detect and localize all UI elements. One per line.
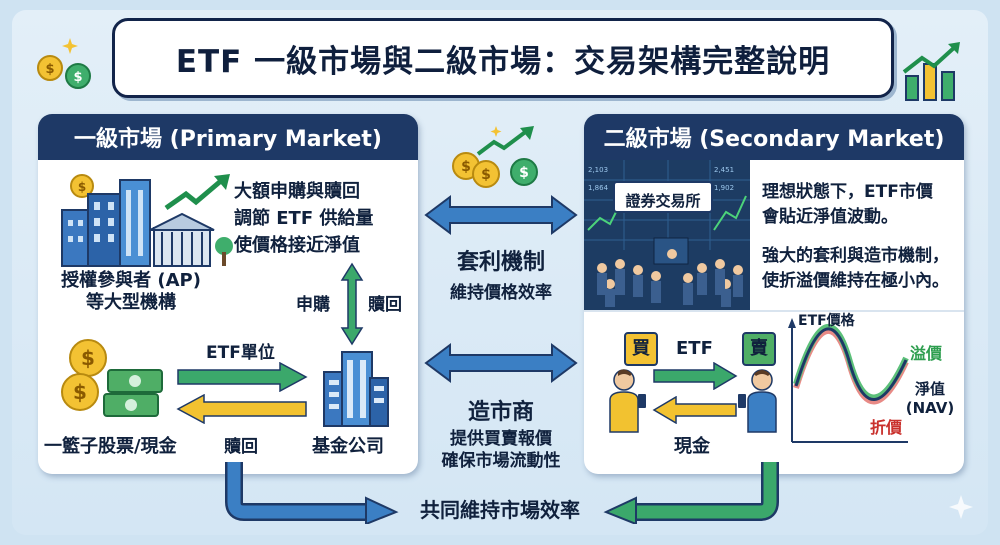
money-basket-icon: $ $ [61, 339, 163, 417]
ap-label-line-2: 等大型機構 [86, 292, 176, 313]
ap-desc-line-2: 調節 ETF 供給量 [234, 208, 374, 229]
secondary-desc-1-line-2: 會貼近淨值波動。 [762, 207, 898, 227]
redeem-label: 贖回 [368, 295, 402, 315]
svg-text:$: $ [73, 380, 87, 404]
bottom-caption: 共同維持市場效率 [420, 498, 580, 522]
svg-text:$: $ [519, 165, 529, 181]
arbitrage-coins-icon: $ $ $ [452, 126, 538, 188]
svg-text:2,103: 2,103 [588, 166, 608, 174]
primary-market-panel: 一級市場 (Primary Market) $ 授權參與者 (AP) 等大型機構… [38, 114, 418, 474]
subscribe-redeem-arrow [340, 262, 364, 346]
ap-desc-line-3: 使價格接近淨值 [234, 235, 360, 256]
price-nav-chart [788, 318, 909, 443]
market-maker-title: 造市商 [467, 400, 534, 425]
cash-trade-arrow [652, 396, 737, 424]
buyer-person-icon [609, 369, 646, 433]
secondary-market-header: 二級市場 (Secondary Market) [584, 114, 964, 160]
nav-label-line-2: (NAV) [905, 399, 955, 417]
arbitrage-title: 套利機制 [456, 250, 545, 275]
market-maker-subtitle: 提供買賣報價 確保市場流動性 [424, 428, 578, 472]
chart-y-label: ETF價格 [798, 313, 855, 329]
subscribe-label: 申購 [296, 295, 330, 315]
svg-text:$: $ [461, 159, 471, 175]
etf-trade-arrow [653, 362, 738, 390]
basket-label: 一籃子股票/現金 [44, 436, 177, 457]
growth-chart-icon [902, 42, 960, 101]
secondary-desc-2: 強大的套利與造市機制， 使折溢價維持在極小內。 [762, 244, 949, 294]
redeem-arrow [176, 394, 307, 424]
ap-label: 授權參與者 (AP) 等大型機構 [46, 270, 216, 314]
discount-label: 折價 [870, 418, 903, 437]
svg-text:$: $ [78, 180, 86, 194]
sparkle-icon [949, 495, 973, 519]
svg-text:1,902: 1,902 [714, 184, 734, 192]
svg-text:$: $ [481, 167, 491, 183]
svg-text:$: $ [73, 70, 82, 85]
arbitrage-subtitle: 維持價格效率 [450, 283, 552, 303]
bottom-left-flow-arrow [225, 462, 399, 524]
secondary-divider [584, 310, 964, 312]
svg-text:$: $ [45, 62, 54, 77]
title-banner: ETF 一級市場與二級市場：交易架構完整說明 [112, 18, 894, 98]
secondary-market-panel: 二級市場 (Secondary Market) 2,103 1,864 2,451 1… [584, 114, 964, 474]
page-title: ETF 一級市場與二級市場：交易架構完整說明 [175, 43, 831, 80]
svg-text:2,451: 2,451 [714, 166, 734, 174]
fund-company-label: 基金公司 [312, 436, 384, 457]
fund-company-building-icon [323, 351, 389, 427]
redeem-bottom-label: 贖回 [224, 437, 258, 457]
market-maker-sub-line-2: 確保市場流動性 [441, 451, 561, 471]
secondary-desc-2-line-1: 強大的套利與造市機制， [762, 246, 949, 266]
secondary-desc-1: 理想狀態下，ETF市價 會貼近淨值波動。 [762, 180, 933, 230]
seller-person-icon [738, 369, 777, 433]
market-maker-double-arrow [424, 343, 578, 383]
sell-badge: 賣 [742, 332, 776, 366]
cash-label: 現金 [674, 436, 710, 457]
secondary-desc-1-line-1: 理想狀態下，ETF市價 [762, 182, 933, 202]
coins-icon: $ $ [37, 38, 91, 89]
nav-label: 淨值 (NAV) [902, 380, 958, 418]
arbitrage-double-arrow [424, 195, 578, 235]
buy-badge: 買 [624, 332, 658, 366]
institution-buildings-icon: $ [61, 174, 233, 267]
primary-market-header: 一級市場 (Primary Market) [38, 114, 418, 160]
market-maker-sub-line-1: 提供買賣報價 [450, 429, 552, 449]
ap-label-line-1: 授權參與者 (AP) [61, 270, 201, 291]
nav-label-line-1: 淨值 [914, 380, 945, 398]
etf-units-arrow [177, 362, 308, 392]
ap-desc-line-1: 大額申購與贖回 [234, 181, 360, 202]
svg-text:$: $ [81, 346, 95, 370]
ap-description: 大額申購與贖回 調節 ETF 供給量 使價格接近淨值 [234, 178, 373, 259]
bottom-right-flow-arrow [603, 462, 779, 524]
svg-text:1,864: 1,864 [588, 184, 609, 192]
etf-units-label: ETF單位 [206, 343, 275, 363]
secondary-desc-2-line-2: 使折溢價維持在極小內。 [762, 271, 949, 291]
etf-trade-label: ETF [676, 338, 713, 359]
stock-exchange-scene: 2,103 1,864 2,451 1,902 [584, 160, 750, 310]
premium-label: 溢價 [910, 344, 943, 363]
exchange-sign: 證券交易所 [625, 192, 701, 210]
